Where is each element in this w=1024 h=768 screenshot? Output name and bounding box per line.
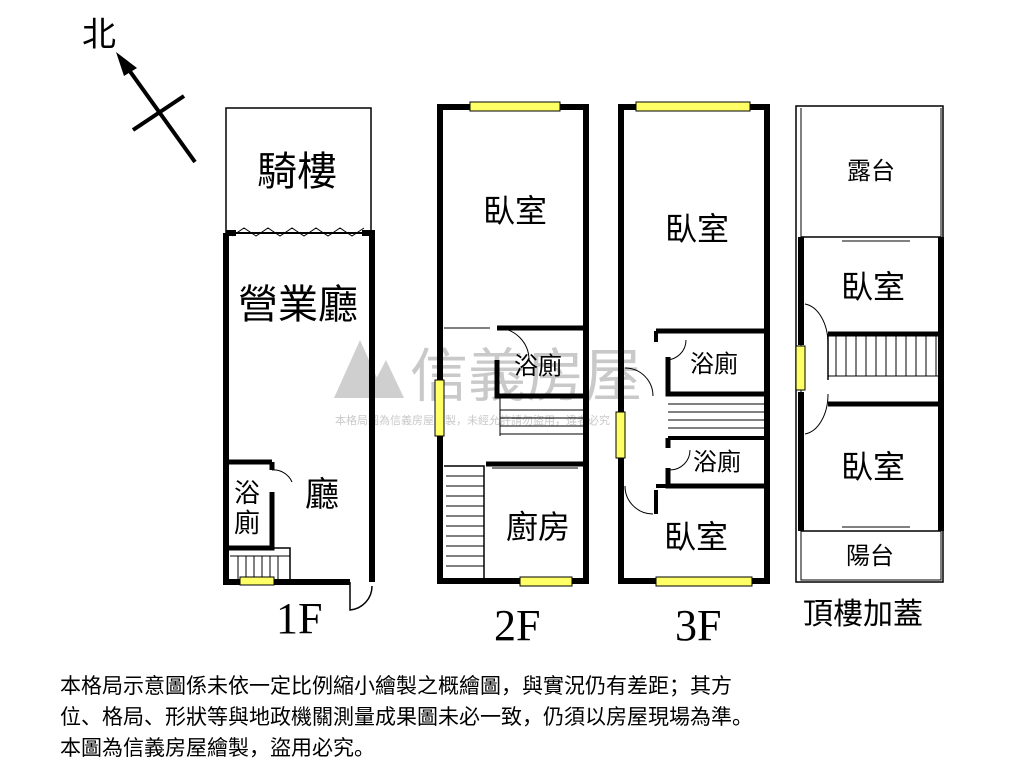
north-arrow-icon [116,52,197,164]
room-bedroom-2f: 臥室 [483,192,547,230]
watermark: 信義房屋 本格局圖為信義房屋繪製，未經允許請勿盜用，違者必究 [334,340,642,427]
floor-label-1f: 1F [276,594,322,643]
room-arcade: 騎樓 [257,149,337,195]
floor-label-2f: 2F [494,601,540,650]
room-bedroom-roof-south: 臥室 [841,448,905,486]
floor-2f [434,101,589,587]
watermark-caption: 本格局圖為信義房屋繪製，未經允許請勿盜用，違者必究 [335,413,610,427]
disclaimer: 本格局示意圖係未依一定比例縮小繪製之概繪圖，與實況仍有差距；其方 位、格局、形狀… [60,671,980,764]
room-bedroom-3f-south: 臥室 [664,518,728,556]
room-bath-2f: 浴廁 [514,352,562,380]
north-label: 北 [82,15,116,55]
room-bath-1f-bottom: 廁 [234,509,260,539]
room-living-1f: 廳 [305,475,339,515]
disclaimer-line-3: 本圖為信義房屋繪製，盜用必究。 [60,736,375,760]
room-kitchen-2f: 廚房 [506,508,570,546]
room-bath-1f-top: 浴 [234,479,260,509]
room-terrace-roof: 露台 [847,157,895,185]
floor-3f [615,101,770,587]
floor-1f [223,107,375,611]
room-bedroom-roof-north: 臥室 [841,268,905,306]
room-bath-3f-upper: 浴廁 [690,350,738,378]
room-balcony-roof: 陽台 [846,542,894,570]
room-bedroom-3f-north: 臥室 [665,210,729,248]
floor-label-3f: 3F [675,601,721,650]
disclaimer-line-2: 位、格局、形狀等與地政機關測量成果圖未必一致，仍須以房屋現場為準。 [60,705,753,729]
disclaimer-line-1: 本格局示意圖係未依一定比例縮小繪製之概繪圖，與實況仍有差距；其方 [60,674,732,698]
room-bath-3f-lower: 浴廁 [693,448,741,476]
room-business-hall: 營業廳 [238,282,358,328]
floor-roof [795,105,944,583]
watermark-brand: 信義房屋 [410,342,642,410]
floor-label-roof: 頂樓加蓋 [803,597,923,632]
